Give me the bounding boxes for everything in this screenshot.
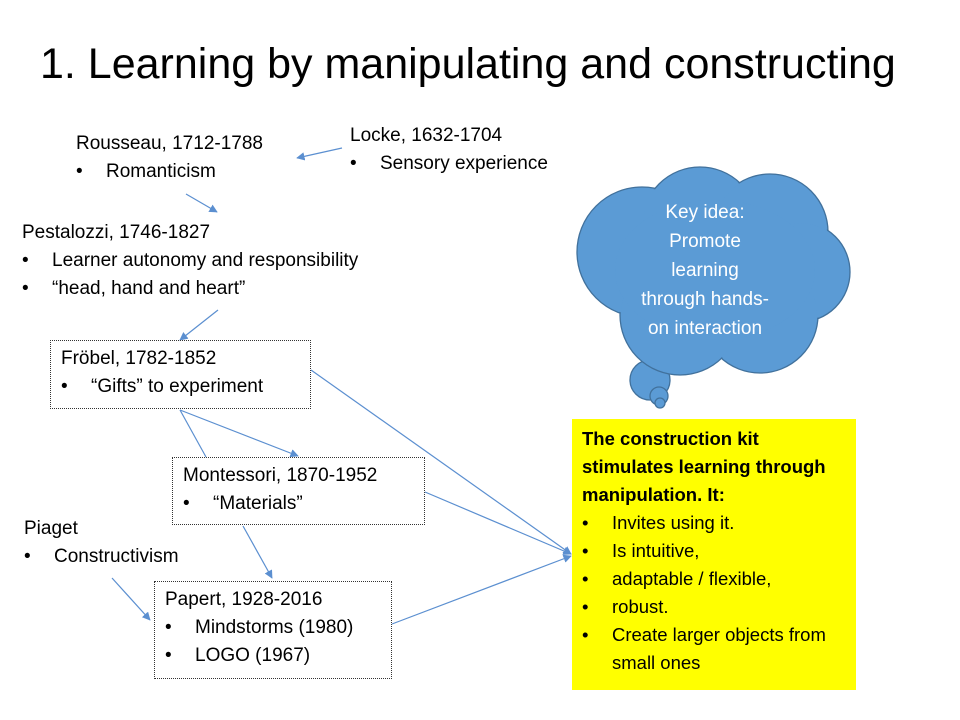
arrow-frobel-to-conclusion [310,369,572,555]
node-bullet: “Gifts” to experiment [61,373,300,401]
cloud-fill-cover [578,168,849,374]
conclusion-bullet: Invites using it. [582,509,846,537]
conclusion-bullet: robust. [582,593,846,621]
node-montessori: Montessori, 1870-1952 “Materials” [172,457,425,525]
node-bullet: “head, hand and heart” [22,275,358,303]
arrow-papert-to-conclusion [391,554,572,625]
node-locke: Locke, 1632-1704 Sensory experience [350,122,548,178]
cloud-line: learning [671,260,739,281]
node-bullet: Mindstorms (1980) [165,614,381,642]
line-frobel-to-montessori-branch [179,409,207,458]
cloud-key-idea: Key idea: Promote learning through hands… [608,198,802,343]
conclusion-heading: The construction kit stimulates learning… [582,428,826,505]
node-bullet: “Materials” [183,490,414,518]
node-rousseau: Rousseau, 1712-1788 Romanticism [76,130,263,186]
arrow-rousseau-to-pestalozzi [185,193,218,213]
node-heading: Piaget [24,518,78,539]
conclusion-box: The construction kit stimulates learning… [572,419,856,690]
node-heading: Locke, 1632-1704 [350,125,503,146]
node-bullet: Learner autonomy and responsibility [22,247,358,275]
cloud-line: on interaction [647,318,763,339]
node-papert: Papert, 1928-2016 Mindstorms (1980) LOGO… [154,581,392,679]
conclusion-bullet: Create larger objects from small ones [582,621,846,677]
arrow-pestalozzi-to-frobel [179,309,219,341]
node-heading: Pestalozzi, 1746-1827 [22,222,211,243]
node-heading: Papert, 1928-2016 [165,589,323,610]
node-heading: Fröbel, 1782-1852 [61,348,217,369]
arrow-piaget-to-papert [111,577,151,621]
node-bullet: Romanticism [76,158,263,186]
node-heading: Rousseau, 1712-1788 [76,133,263,154]
node-piaget: Piaget Constructivism [24,515,179,571]
node-frobel: Fröbel, 1782-1852 “Gifts” to experiment [50,340,311,409]
cloud-line: Key idea: [665,202,745,223]
cloud-line: through hands- [641,289,769,310]
conclusion-bullet: adaptable / flexible, [582,565,846,593]
node-heading: Montessori, 1870-1952 [183,465,378,486]
node-bullet: Constructivism [24,543,179,571]
node-bullet: LOGO (1967) [165,642,381,670]
arrow-montessori-to-papert [242,525,273,579]
slide-title: 1. Learning by manipulating and construc… [40,40,896,88]
arrow-frobel-to-montessori [179,409,299,458]
arrow-montessori-to-conclusion [424,491,572,555]
node-bullet: Sensory experience [350,150,548,178]
arrow-locke-to-rousseau [296,147,343,161]
cloud-line: Promote [669,231,741,252]
conclusion-bullet: Is intuitive, [582,537,846,565]
node-pestalozzi: Pestalozzi, 1746-1827 Learner autonomy a… [22,219,358,303]
